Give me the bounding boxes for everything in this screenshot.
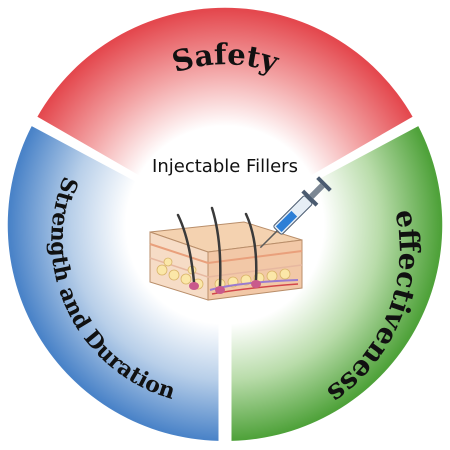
skin-syringe-illustration [149, 176, 332, 301]
center-title: Injectable Fillers [152, 156, 298, 177]
segment-safety [37, 7, 413, 178]
segment-effectiveness [231, 126, 443, 441]
segment-strength-duration [7, 126, 219, 441]
